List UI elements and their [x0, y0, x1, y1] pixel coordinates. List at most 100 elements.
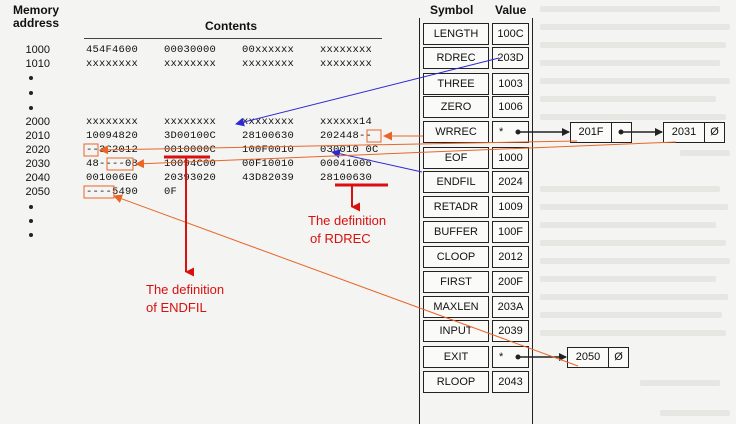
memory-word: 0010000C: [164, 144, 217, 156]
value-header: Value: [495, 3, 527, 17]
symbol-name: RETADR: [423, 196, 489, 218]
memory-word: xxxxxxxx: [320, 58, 373, 70]
symbol-table: [419, 18, 533, 424]
address-2030: 2030: [25, 158, 50, 170]
symbol-value: 200F: [492, 271, 529, 293]
null-pointer-icon: Ø: [614, 351, 623, 363]
memory-word: xxxxxxxx: [320, 44, 373, 56]
memory-word: 00xxxxxx: [242, 44, 295, 56]
symbol-name: ZERO: [423, 96, 489, 118]
contents-header-rule: [84, 38, 382, 39]
memory-word: 00F10010: [242, 158, 295, 170]
symbol-name: MAXLEN: [423, 296, 489, 318]
address-1010: 1010: [25, 58, 50, 70]
memory-word: 00041006: [320, 158, 373, 170]
symbol-value: 203A: [492, 296, 529, 318]
symbol-value: 1000: [492, 147, 529, 169]
memory-word: 3D00100C: [164, 130, 217, 142]
address-2000: 2000: [25, 116, 50, 128]
symbol-name: THREE: [423, 73, 489, 95]
address-1000: 1000: [25, 44, 50, 56]
symbol-row: EXIT *: [423, 346, 529, 368]
symbol-name: INPUT: [423, 320, 489, 342]
symbol-name: FIRST: [423, 271, 489, 293]
symbol-name: LENGTH: [423, 23, 489, 45]
symbol-value: 1003: [492, 73, 529, 95]
symbol-row: INPUT 2039: [423, 320, 529, 342]
symbol-row: RETADR 1009: [423, 196, 529, 218]
symbol-name: EOF: [423, 147, 489, 169]
forward-ref-box: [83, 185, 115, 199]
rdrec-label-line2: of RDREC: [310, 231, 371, 246]
forward-ref-box: [83, 143, 99, 157]
memory-word: xxxxxx14: [320, 116, 373, 128]
symbol-row: CLOOP 2012: [423, 246, 529, 268]
memory-header-line1: Memory: [12, 3, 59, 17]
memory-word: xxxxxxxx: [164, 116, 217, 128]
symbol-row: ZERO 1006: [423, 96, 529, 118]
rdrec-definition-label: The definition of RDREC: [308, 212, 386, 248]
address-2050: 2050: [25, 186, 50, 198]
ellipsis-dot: [29, 91, 33, 95]
symbol-row: WRREC *: [423, 121, 529, 143]
node-address: 2050: [568, 348, 609, 367]
node1-to-2020-ref-arrow: [99, 140, 578, 155]
symbol-value: 100F: [492, 221, 529, 243]
memory-word: 202448--: [320, 130, 373, 142]
memory-word: 10094820: [86, 130, 139, 142]
memory-word: 454F4600: [86, 44, 139, 56]
symbol-value: 203D: [492, 47, 529, 69]
node-address: 2031: [664, 123, 705, 142]
memory-word: 00030000: [164, 44, 217, 56]
symbol-row: THREE 1003: [423, 73, 529, 95]
symbol-value: 2039: [492, 320, 529, 342]
ellipsis-dot: [29, 106, 33, 110]
ellipsis-dot: [29, 219, 33, 223]
memory-word: xxxxxxxx: [242, 58, 295, 70]
node2-to-2030-ref-arrow: [135, 141, 677, 169]
symbol-name: WRREC: [423, 121, 489, 143]
memory-word: 001006E0: [86, 172, 139, 184]
memory-word: 28100630: [320, 172, 373, 184]
symbol-name: BUFFER: [423, 221, 489, 243]
symbol-name: EXIT: [423, 346, 489, 368]
symbol-name: RLOOP: [423, 371, 489, 393]
address-2020: 2020: [25, 144, 50, 156]
exit-node-to-2050-ref-arrow: [113, 194, 579, 367]
memory-header-line2: address: [12, 16, 60, 30]
symbol-value: 2012: [492, 246, 529, 268]
memory-word: xxxxxxxx: [86, 58, 139, 70]
symbol-value: 2043: [492, 371, 529, 393]
forward-ref-box: [106, 157, 134, 171]
exit-ref-node: 2050 Ø: [567, 347, 629, 368]
ellipsis-dot: [29, 205, 33, 209]
wrrec-ref-node-2: 2031 Ø: [663, 122, 725, 143]
symbol-value: 2024: [492, 171, 529, 193]
symbol-name: ENDFIL: [423, 171, 489, 193]
endfil-definition-label: The definition of ENDFIL: [146, 281, 224, 317]
ellipsis-dot: [29, 76, 33, 80]
symbol-row: BUFFER 100F: [423, 221, 529, 243]
symbol-header: Symbol: [430, 3, 474, 17]
memory-word: 48----08: [86, 158, 139, 170]
endfil-label-line2: of ENDFIL: [146, 300, 207, 315]
forward-ref-box: [366, 129, 382, 143]
memory-word: 0F: [164, 186, 178, 198]
symbol-row: FIRST 200F: [423, 271, 529, 293]
symbol-name: CLOOP: [423, 246, 489, 268]
symbol-row: EOF 1000: [423, 147, 529, 169]
memory-word: 030010 0C: [320, 144, 379, 156]
address-2040: 2040: [25, 172, 50, 184]
symbol-value: 1006: [492, 96, 529, 118]
null-pointer-icon: Ø: [710, 126, 719, 138]
symbol-row: LENGTH 100C: [423, 23, 529, 45]
memory-address-header: Memory address: [6, 4, 66, 30]
memory-word: 43D82039: [242, 172, 295, 184]
ellipsis-dot: [29, 233, 33, 237]
symbol-row: RLOOP 2043: [423, 371, 529, 393]
symbol-value: 100C: [492, 23, 529, 45]
memory-word: ----5490: [86, 186, 139, 198]
contents-header: Contents: [205, 19, 257, 33]
memory-word: xxxxxxxx: [86, 116, 139, 128]
